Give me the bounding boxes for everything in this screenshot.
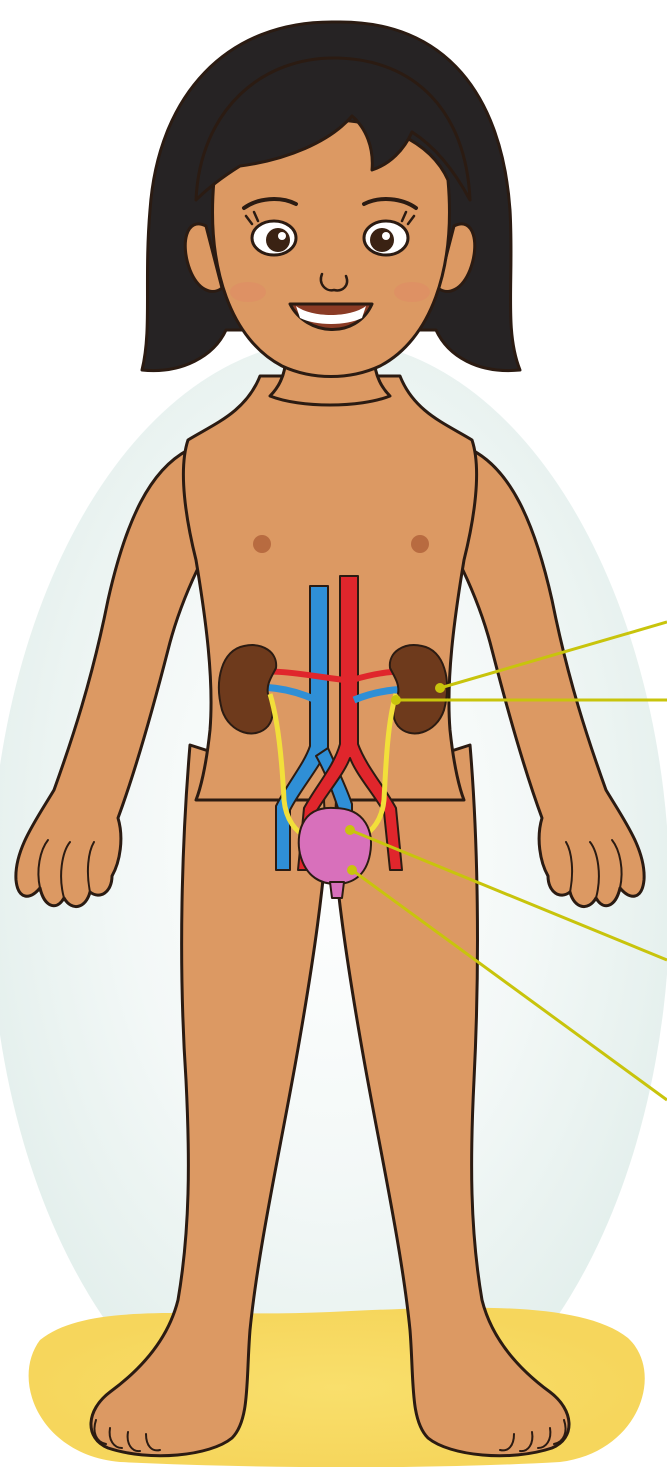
right-iris	[370, 228, 394, 252]
left-nipple	[253, 535, 271, 553]
bladder	[299, 808, 371, 884]
left-cheek	[230, 282, 266, 302]
right-eye-highlight	[382, 232, 390, 240]
left-kidney	[219, 645, 276, 733]
right-cheek	[394, 282, 430, 302]
left-eye-highlight	[278, 232, 286, 240]
torso	[183, 376, 476, 800]
urethra	[330, 882, 344, 898]
right-nipple	[411, 535, 429, 553]
left-iris	[266, 228, 290, 252]
